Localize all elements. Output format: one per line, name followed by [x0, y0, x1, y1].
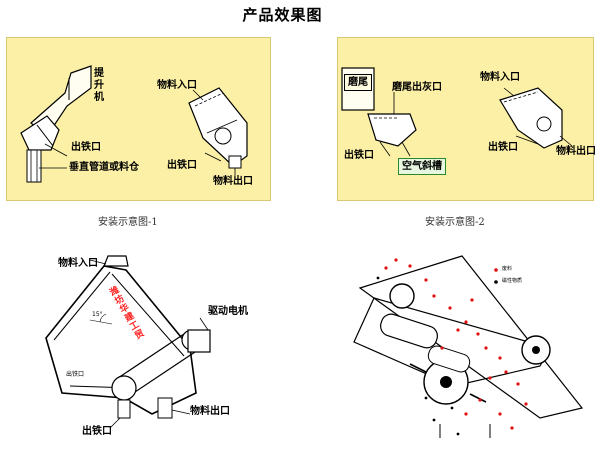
material-outlet-label: 物料出口: [213, 176, 253, 187]
install-diagram-2-panel: 磨尾 磨尾出灰口 物料入口 出铁口 空气斜槽 出铁口 物料出口: [337, 37, 596, 201]
material-outlet-label: 物料出口: [556, 146, 596, 157]
mill-tail-ash-outlet-label: 磨尾出灰口: [392, 82, 442, 93]
small-outlet-label: 出铁口: [66, 371, 85, 378]
iron-outlet-label-2: 出铁口: [167, 160, 197, 171]
legend-magnetic: 磁性物质: [502, 278, 523, 284]
pipe-or-bin-label: 垂直管道或料仓: [69, 162, 139, 173]
material-inlet-label: 物料入口: [157, 80, 197, 91]
separation-process-drawing: [353, 255, 584, 438]
separator-sectional-drawing: [45, 255, 211, 429]
caption-2: 安装示意图-2: [425, 217, 485, 228]
install-diagram-1-drawing: [20, 65, 248, 183]
install-diagram-1-panel: 提升机 物料入口 出铁口 垂直管道或料仓 出铁口 物料出口: [6, 37, 271, 201]
hoist-label: 提升机: [94, 68, 104, 103]
legend-waste: 废料: [502, 266, 513, 272]
air-slide-chute-box: 空气斜槽: [398, 158, 446, 175]
material-inlet-label: 物料入口: [480, 72, 520, 83]
material-outlet-label-3: 物料出口: [190, 406, 230, 417]
iron-outlet-label: 出铁口: [344, 150, 374, 161]
iron-outlet-label-2: 出铁口: [488, 142, 518, 153]
angle-label: 15°: [92, 311, 103, 318]
caption-1: 安装示意图-1: [98, 217, 158, 228]
page-title: 产品效果图: [242, 6, 323, 24]
iron-outlet-label: 出铁口: [71, 142, 101, 153]
material-inlet-label-3: 物料入口: [58, 258, 98, 269]
install-diagram-2-drawing: [341, 67, 573, 157]
drive-motor-label: 驱动电机: [208, 306, 248, 317]
iron-outlet-label-3: 出铁口: [82, 426, 112, 437]
mill-tail-box: 磨尾: [344, 74, 372, 91]
